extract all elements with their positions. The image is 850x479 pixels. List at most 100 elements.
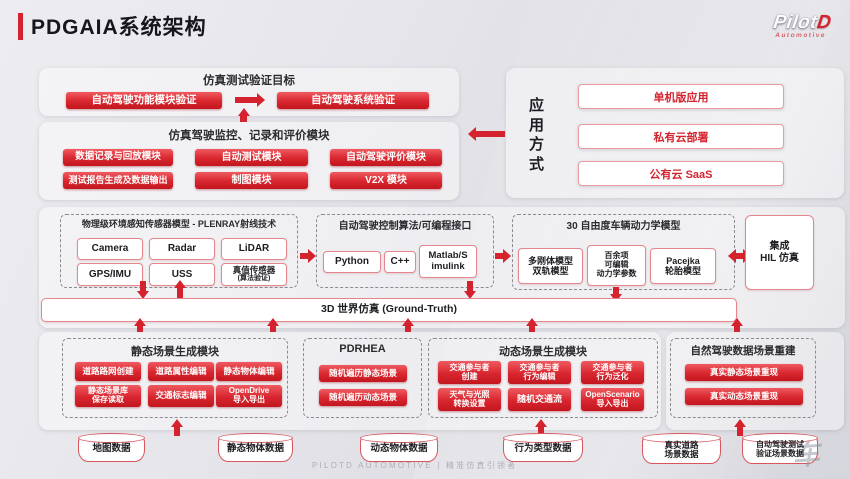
arrow-up-icon: [405, 326, 411, 332]
dynamic-scene-box: 动态场景生成模块 交通参与者 创建 交通参与者 行为编辑 交通参与者 行为泛化 …: [428, 338, 658, 418]
v2x-module: V2X 模块: [330, 172, 442, 189]
arrow-up-icon: [270, 326, 276, 332]
real-road-line2: 场景数据: [664, 449, 699, 459]
auto-test-module: 自动测试模块: [195, 149, 308, 166]
openscenario-line2: 导入导出: [596, 398, 629, 408]
weather-line1: 天气与光照: [449, 389, 490, 399]
road-network-create: 道路路网创建: [75, 362, 141, 381]
sensor-model-box: 物理级环境感知传感器模型 - PLENRAY射线技术 Camera Radar …: [60, 214, 298, 288]
algorithm-title: 自动驾驶控制算法/可编程接口: [338, 221, 472, 232]
multibody-line1: 多刚体模型: [527, 255, 573, 266]
random-traffic-flow: 随机交通流: [508, 388, 571, 411]
arrow-up-icon: [174, 427, 180, 436]
pacejka-line1: Pacejka: [666, 255, 700, 266]
arrow-right-icon: [300, 253, 308, 259]
arrow-down-icon: [613, 287, 619, 294]
dynamic-object-data-label: 动态物体数据: [370, 442, 428, 454]
arrow-up-icon: [734, 326, 740, 332]
system-validation: 自动驾驶系统验证: [277, 92, 429, 109]
hil-integration-box: 集成 HIL 仿真: [745, 215, 814, 290]
dynamic-scene-title: 动态场景生成模块: [499, 346, 587, 358]
band-scene-generation: 静态场景生成模块 道路路网创建 道路属性编辑 静态物体编辑 静态场景库 保存读取…: [39, 332, 661, 430]
tp-edit-line1: 交通参与者: [519, 362, 560, 372]
lidar-box: LiDAR: [221, 238, 287, 260]
option-private-cloud: 私有云部署: [578, 124, 784, 149]
logo-tagline: Automotive: [774, 32, 827, 39]
matlab-simulink-box: Matlab/S imulink: [419, 245, 477, 278]
ground-truth-sensor-box: 真值传感器 (算法验证): [221, 263, 287, 286]
static-scene-box: 静态场景生成模块 道路路网创建 道路属性编辑 静态物体编辑 静态场景库 保存读取…: [62, 338, 288, 418]
arrow-double-horizontal-icon: [736, 253, 743, 259]
deployment-label: 应用方式: [528, 97, 544, 173]
opendrive-line1: OpenDrive: [228, 386, 270, 396]
real-road-scene-data-db: 真实道路 场景数据: [642, 433, 721, 464]
logo-brand-accent: D: [815, 12, 833, 33]
traffic-participant-create: 交通参与者 创建: [438, 361, 501, 384]
option-public-cloud-saas: 公有云 SaaS: [578, 161, 784, 186]
dynamic-object-data-db: 动态物体数据: [360, 433, 438, 462]
openscenario-line1: OpenScenario: [585, 389, 640, 399]
module-function-validation: 自动驾驶功能模块验证: [66, 92, 222, 109]
pacejka-line2: 轮胎模型: [664, 266, 701, 276]
arrow-up-icon: [737, 427, 743, 436]
weather-lighting-settings: 天气与光照 转换设置: [438, 388, 501, 411]
real-static-scene-replay: 真实静态场景重现: [685, 364, 803, 381]
multibody-line2: 双轨模型: [532, 266, 569, 276]
traffic-participant-behavior-edit: 交通参与者 行为编辑: [508, 361, 571, 384]
page-title: PDGAIA系统架构: [31, 16, 207, 39]
real-dynamic-scene-replay: 真实动态场景重现: [685, 388, 803, 405]
real-road-line1: 真实道路: [664, 439, 699, 450]
camera-box: Camera: [77, 238, 143, 260]
opendrive-line2: 导入导出: [233, 395, 265, 404]
matlab-line2: imulink: [431, 260, 465, 272]
world-simulation-bar: 3D 世界仿真 (Ground-Truth): [41, 298, 737, 322]
truth-sensor-line1: 真值传感器: [232, 264, 276, 275]
pdrhea-box: PDRHEA 随机遍历静态场景 随机遍历动态场景: [303, 338, 422, 418]
road-attribute-edit: 道路属性编辑: [148, 362, 214, 381]
static-object-edit: 静态物体编辑: [216, 362, 282, 381]
pilotd-logo: PilotD Automotive: [758, 12, 846, 39]
report-output-module: 测试报告生成及数据输出: [63, 172, 173, 189]
natural-driving-title: 自然驾驶数据场景重建: [690, 345, 796, 357]
params-line3: 动力学参数: [596, 268, 637, 278]
tp-create-line1: 交通参与者: [449, 362, 490, 372]
tp-edit-line2: 行为编辑: [523, 371, 556, 381]
ad-test-line2: 验证场景数据: [756, 449, 804, 458]
static-scene-title: 静态场景生成模块: [131, 346, 219, 358]
arrow-up-icon: [538, 427, 544, 436]
traffic-participant-behavior-generalize: 交通参与者 行为泛化: [581, 361, 644, 384]
data-record-replay-module: 数据记录与回放模块: [63, 149, 173, 166]
tp-create-line2: 创建: [461, 371, 478, 381]
option-standalone: 单机版应用: [578, 84, 784, 109]
static-object-data-label: 静态物体数据: [226, 442, 284, 454]
pdrhea-title: PDRHEA: [339, 343, 386, 355]
map-data-db: 地图数据: [78, 433, 145, 462]
ad-test-line1: 自动驾驶测试: [756, 440, 804, 450]
plotting-module: 制图模块: [195, 172, 308, 189]
arrow-up-icon: [177, 288, 183, 298]
openscenario-import-export: OpenScenario 导入导出: [581, 388, 644, 411]
gps-imu-box: GPS/IMU: [77, 263, 143, 286]
ad-evaluation-module: 自动驾驶评价模块: [330, 149, 442, 166]
params-line1: 百余项: [604, 251, 629, 261]
params-line2: 可编辑: [604, 260, 629, 270]
radar-box: Radar: [149, 238, 215, 260]
panel-monitoring: 仿真驾驶监控、记录和评价模块 数据记录与回放模块 自动测试模块 自动驾驶评价模块…: [39, 122, 459, 200]
behavior-type-data-label: 行为类型数据: [514, 442, 572, 454]
algorithm-box: 自动驾驶控制算法/可编程接口 Python C++ Matlab/S imuli…: [316, 214, 494, 288]
behavior-type-data-db: 行为类型数据: [503, 433, 583, 462]
scene-library-save-load: 静态场景库 保存读取: [75, 385, 141, 407]
natural-driving-box: 自然驾驶数据场景重建 真实静态场景重现 真实动态场景重现: [670, 338, 816, 418]
logo-brand: Pilot: [771, 12, 819, 33]
vehicle-dynamics-box: 30 自由度车辆动力学模型 多刚体模型 双轨模型 百余项 可编辑 动力学参数 P…: [512, 214, 735, 290]
panel-test-goals-title: 仿真测试验证目标: [203, 75, 295, 87]
arrow-up-icon: [137, 326, 143, 332]
tp-gen-line1: 交通参与者: [592, 362, 633, 372]
matlab-line1: Matlab/S: [428, 249, 468, 261]
scene-library-line2: 保存读取: [92, 395, 124, 404]
cpp-box: C++: [384, 251, 416, 273]
random-dynamic-scene: 随机遍历动态场景: [319, 389, 407, 406]
arrow-down-icon: [140, 281, 146, 291]
static-object-data-db: 静态物体数据: [218, 433, 293, 462]
